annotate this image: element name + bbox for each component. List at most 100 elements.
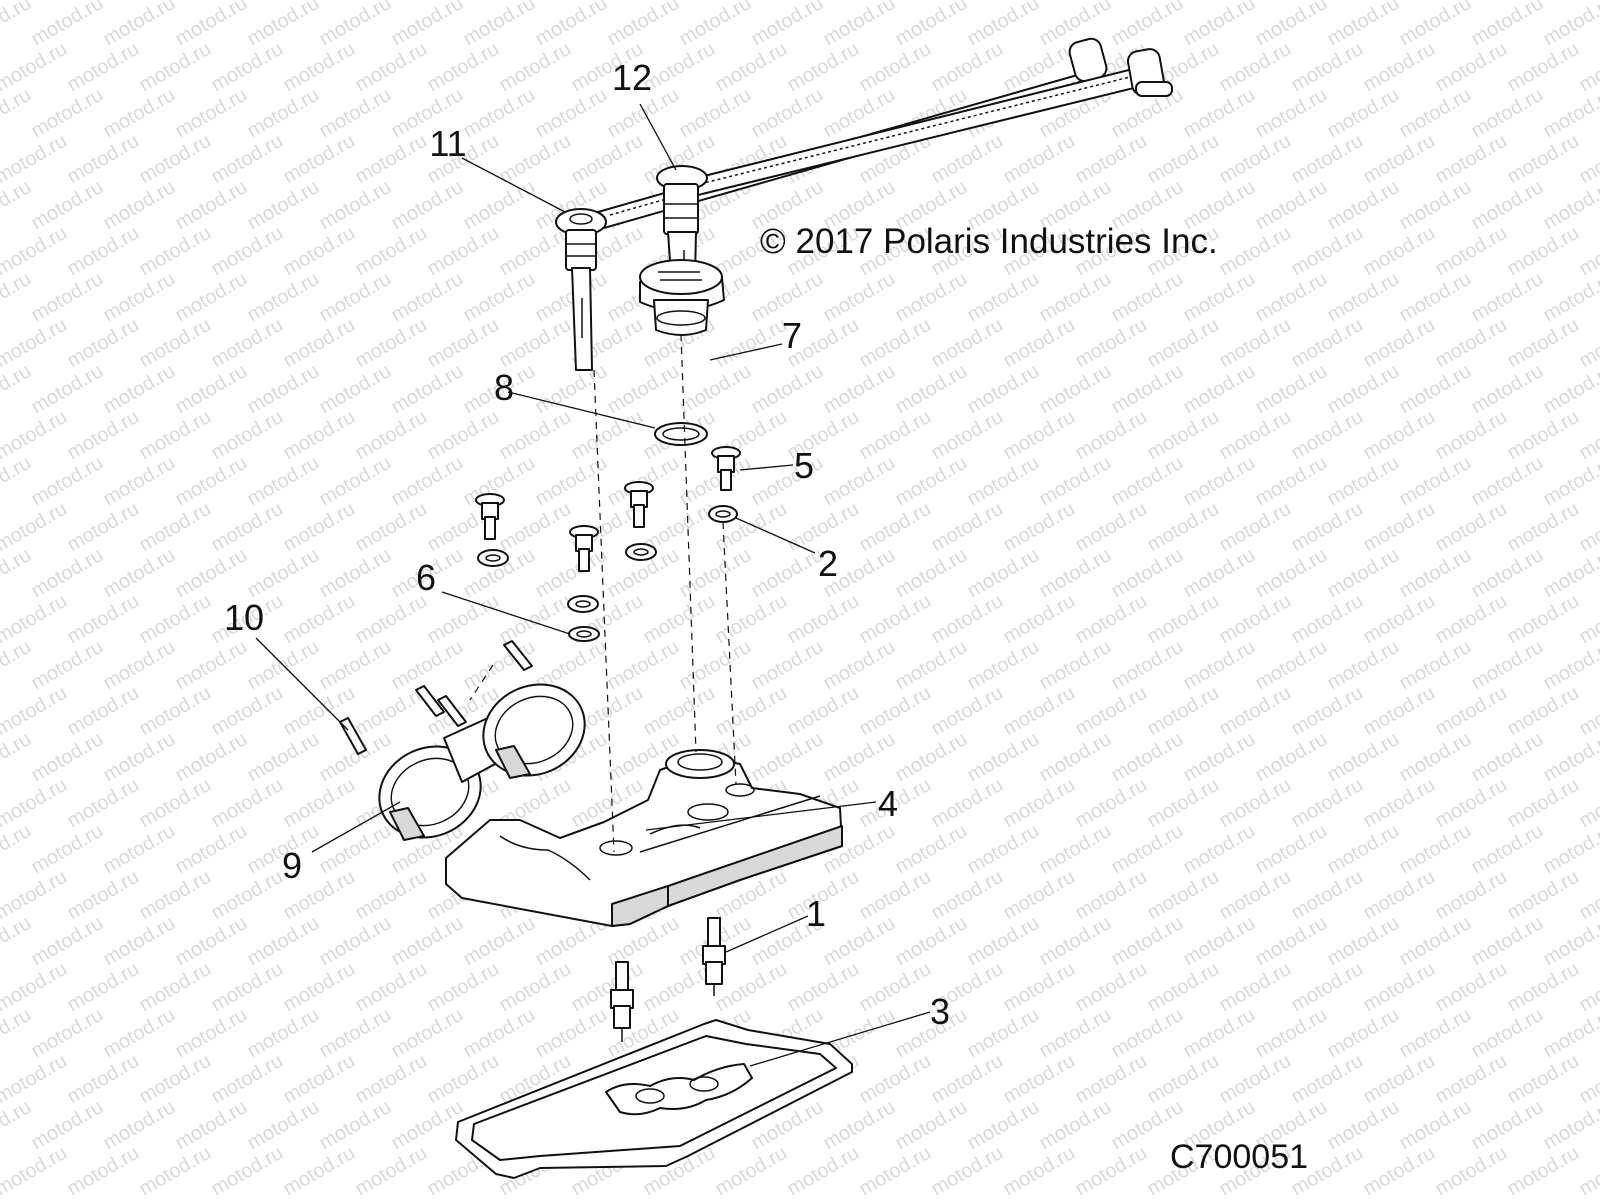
watermark-text: motod.ru — [460, 268, 539, 327]
watermark-text: motod.ru — [1288, 590, 1367, 649]
watermark-text: motod.ru — [316, 452, 395, 511]
watermark-text: motod.ru — [352, 958, 431, 1017]
watermark-text: motod.ru — [1036, 820, 1115, 879]
watermark-text: motod.ru — [424, 958, 503, 1017]
watermark-text: motod.ru — [1216, 866, 1295, 925]
cover-bolt-c[interactable] — [569, 525, 599, 572]
watermark-text: motod.ru — [388, 636, 467, 695]
intake-adapter-9[interactable] — [364, 668, 599, 854]
watermark-text: motod.ru — [208, 1050, 287, 1109]
watermark-text: motod.ru — [244, 84, 323, 143]
watermark-text: motod.ru — [280, 1142, 359, 1200]
spark-plug-1-left[interactable] — [610, 961, 634, 1042]
watermark-text: motod.ru — [1072, 498, 1151, 557]
cover-bolt-a[interactable] — [475, 493, 505, 540]
watermark-text: motod.ru — [1000, 130, 1079, 189]
watermark-text: motod.ru — [1108, 360, 1187, 419]
watermark-text: motod.ru — [280, 130, 359, 189]
watermark-text: motod.ru — [1576, 682, 1600, 741]
watermark-text: motod.ru — [388, 268, 467, 327]
watermark-text: motod.ru — [424, 406, 503, 465]
watermark-text: motod.ru — [208, 682, 287, 741]
spark-plug-1-right[interactable] — [702, 917, 726, 996]
watermark-text: motod.ru — [1036, 452, 1115, 511]
watermark-text: motod.ru — [496, 38, 575, 97]
watermark-text: motod.ru — [964, 912, 1043, 971]
watermark-text: motod.ru — [280, 1050, 359, 1109]
washer-c[interactable] — [567, 595, 599, 613]
watermark-text: motod.ru — [460, 84, 539, 143]
watermark-text: motod.ru — [28, 820, 107, 879]
watermark-text: motod.ru — [1000, 590, 1079, 649]
watermark-text: motod.ru — [964, 1096, 1043, 1155]
watermark-text: motod.ru — [1324, 728, 1403, 787]
watermark-text: motod.ru — [388, 0, 467, 50]
watermark-text: motod.ru — [1144, 498, 1223, 557]
watermark-text: motod.ru — [1180, 360, 1259, 419]
watermark-text: motod.ru — [964, 544, 1043, 603]
watermark-text: motod.ru — [496, 130, 575, 189]
watermark-text: motod.ru — [1360, 406, 1439, 465]
watermark-text: motod.ru — [892, 636, 971, 695]
watermark-text: motod.ru — [532, 360, 611, 419]
watermark-text: motod.ru — [316, 84, 395, 143]
watermark-text: motod.ru — [100, 912, 179, 971]
watermark-text: motod.ru — [1252, 360, 1331, 419]
washer-a[interactable] — [477, 549, 509, 567]
watermark-text: motod.ru — [1576, 774, 1600, 833]
watermark-text: motod.ru — [172, 268, 251, 327]
cover-bolt-b[interactable] — [624, 481, 654, 528]
watermark-text: motod.ru — [0, 0, 35, 50]
watermark-text: motod.ru — [1576, 498, 1600, 557]
watermark-text: motod.ru — [712, 590, 791, 649]
watermark-text: motod.ru — [496, 590, 575, 649]
watermark-text: motod.ru — [1432, 130, 1511, 189]
watermark-text: motod.ru — [568, 130, 647, 189]
watermark-text: motod.ru — [1180, 544, 1259, 603]
watermark-text: motod.ru — [1072, 1050, 1151, 1109]
watermark-text: motod.ru — [1360, 1050, 1439, 1109]
watermark-text: motod.ru — [1288, 38, 1367, 97]
callout-5: 5 — [794, 445, 814, 486]
valve-cover-gasket-3[interactable] — [455, 1019, 853, 1179]
sealing-washer-2[interactable] — [708, 505, 738, 523]
watermark-text: motod.ru — [64, 682, 143, 741]
cap-o-ring[interactable] — [654, 422, 708, 446]
watermark-text: motod.ru — [1000, 1050, 1079, 1109]
washer-6[interactable] — [568, 626, 600, 642]
oil-filler-cap[interactable] — [639, 259, 725, 336]
watermark-text: motod.ru — [136, 958, 215, 1017]
watermark-text: motod.ru — [100, 452, 179, 511]
valve-cover-4[interactable] — [445, 749, 843, 927]
watermark-text: motod.ru — [1396, 820, 1475, 879]
watermark-text: motod.ru — [1036, 1004, 1115, 1063]
watermark-text: motod.ru — [820, 360, 899, 419]
watermark-text: motod.ru — [784, 958, 863, 1017]
watermark-text: motod.ru — [640, 682, 719, 741]
watermark-text: motod.ru — [1360, 314, 1439, 373]
watermark-text: motod.ru — [352, 498, 431, 557]
washer-b[interactable] — [625, 543, 657, 561]
watermark-text: motod.ru — [1432, 38, 1511, 97]
watermark-text: motod.ru — [928, 682, 1007, 741]
watermark-text: motod.ru — [244, 912, 323, 971]
watermark-text: motod.ru — [1144, 682, 1223, 741]
watermark-text: motod.ru — [100, 176, 179, 235]
watermark-text: motod.ru — [172, 544, 251, 603]
watermark-text: motod.ru — [892, 544, 971, 603]
watermark-text: motod.ru — [64, 590, 143, 649]
watermark-text: motod.ru — [1468, 360, 1547, 419]
watermark-text: motod.ru — [208, 406, 287, 465]
watermark-text: motod.ru — [1360, 682, 1439, 741]
watermark-text: motod.ru — [712, 38, 791, 97]
watermark-text: motod.ru — [280, 406, 359, 465]
watermark-text: motod.ru — [280, 774, 359, 833]
cover-bolt-5[interactable] — [711, 446, 741, 491]
watermark-text: motod.ru — [208, 958, 287, 1017]
intake-bolts-10[interactable] — [339, 640, 533, 755]
watermark-text: motod.ru — [172, 176, 251, 235]
watermark-text: motod.ru — [1504, 774, 1583, 833]
watermark-text: motod.ru — [352, 1142, 431, 1200]
watermark-text: motod.ru — [1468, 1004, 1547, 1063]
watermark-text: motod.ru — [100, 0, 179, 50]
